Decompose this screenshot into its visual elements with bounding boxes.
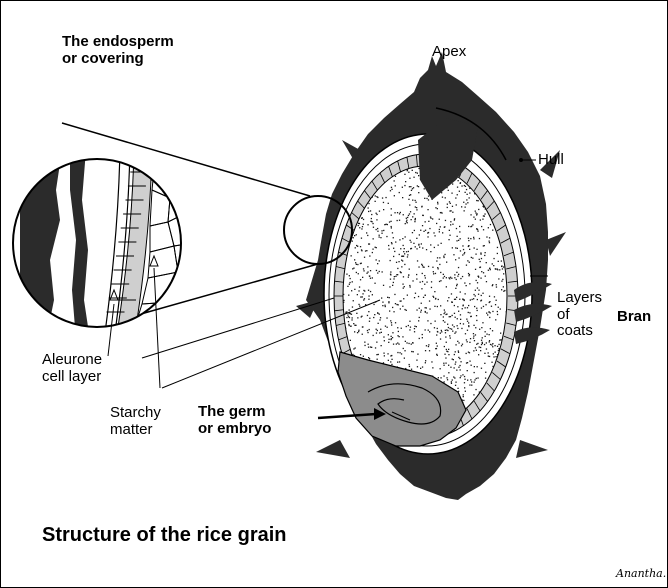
diagram-title: Structure of the rice grain xyxy=(42,524,287,546)
hull-label: Hull xyxy=(538,152,564,169)
layers-of-coats-label: Layers of coats xyxy=(557,290,602,340)
germ-label: The germ or embryo xyxy=(198,404,271,438)
apex-label: Apex xyxy=(432,44,466,61)
aleurone-leader-2 xyxy=(142,298,334,358)
starchy-matter-label: Starchy matter xyxy=(110,405,161,439)
bran-label: Bran xyxy=(617,309,651,326)
aleurone-label: Aleurone cell layer xyxy=(42,352,102,386)
endosperm-label: The endosperm or covering xyxy=(62,34,174,68)
artist-signature: Anantha. xyxy=(616,568,666,580)
magnified-endosperm xyxy=(13,150,190,340)
